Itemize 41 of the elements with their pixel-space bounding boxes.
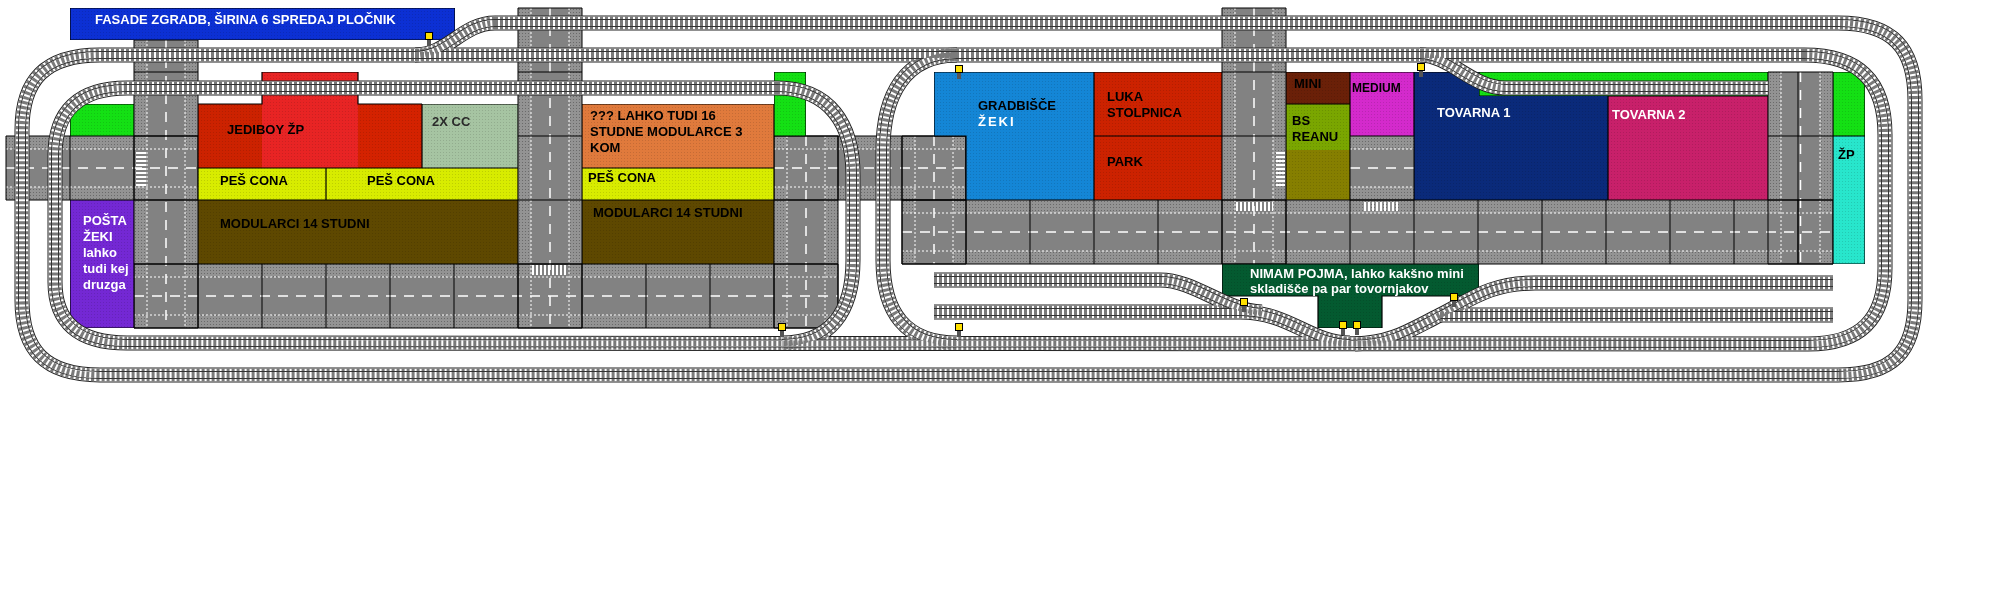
zone-label: POŠTA ŽEKI lahko tudi kej druzga xyxy=(83,213,130,293)
grass-plot xyxy=(1833,72,1865,136)
zone-label: PEŠ CONA xyxy=(367,173,435,189)
zone-plot xyxy=(70,200,134,328)
zone-label: MODULARCI 14 STUDNI xyxy=(220,216,370,232)
zone-label: BS REANU xyxy=(1292,113,1340,145)
zone-plot xyxy=(1094,136,1222,200)
zone-plot xyxy=(582,200,774,264)
zone-plot xyxy=(198,72,422,168)
zone-plot xyxy=(422,104,518,168)
zone-label: 2X CC xyxy=(432,114,471,130)
facade-strip xyxy=(70,8,455,40)
zone-label: NIMAM POJMA, lahko kakšno mini skladišče pa par tovornjakov xyxy=(1250,266,1465,296)
zone-label: ??? LAHKO TUDI 16 STUDNE MODULARCE 3 KOM xyxy=(590,108,744,156)
zone-plot xyxy=(1286,104,1350,200)
zone-plot xyxy=(198,200,518,264)
zone-plot xyxy=(1222,264,1479,328)
zone-label: ŽEKI xyxy=(978,114,1016,130)
zone-label: PARK xyxy=(1107,154,1143,170)
zone-plot xyxy=(198,168,326,200)
zone-label: MINI xyxy=(1294,76,1322,92)
zone-plot xyxy=(1286,72,1350,104)
zone-label: GRADBIŠČE xyxy=(978,98,1056,114)
zone-label: FASADE ZGRADB, ŠIRINA 6 SPREDAJ PLOČNIK xyxy=(95,12,396,28)
zone-plot xyxy=(1833,136,1865,264)
zone-label: PEŠ CONA xyxy=(220,173,288,189)
zone-plot xyxy=(1094,72,1222,136)
zone-label: LUKA STOLPNICA xyxy=(1107,89,1183,121)
zone-label: MODULARCI 14 STUDNI xyxy=(593,205,743,221)
zone-label: JEDIBOY ŽP xyxy=(227,122,305,138)
grass-plot xyxy=(70,104,134,136)
zone-plot xyxy=(582,104,774,168)
zone-plot xyxy=(326,168,518,200)
zone-label: MEDIUM xyxy=(1352,80,1401,96)
zone-label: PEŠ CONA xyxy=(588,170,656,186)
zone-label: TOVARNA 1 xyxy=(1437,105,1511,121)
zone-label: ŽP xyxy=(1838,147,1855,163)
zone-plot xyxy=(1350,72,1414,136)
zone-plot xyxy=(1608,96,1768,200)
zone-plot xyxy=(582,168,774,200)
zone-label: TOVARNA 2 xyxy=(1612,107,1686,123)
